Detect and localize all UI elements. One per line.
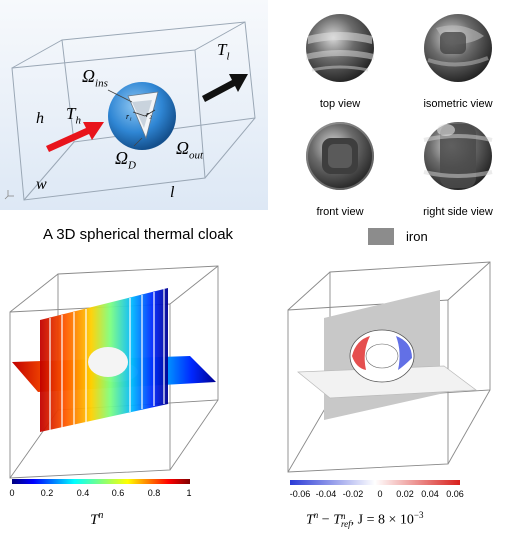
- div-tick-5: 0.04: [421, 489, 439, 499]
- isotherm-lines: [49, 289, 165, 430]
- temperature-vertical-slab: [40, 288, 168, 432]
- view-label-top: top view: [319, 98, 361, 110]
- div-tick-0: -0.06: [290, 489, 311, 499]
- iron-shape-top-view: [306, 14, 374, 82]
- r2-label: r₂: [146, 110, 152, 119]
- jet-colorbar: [12, 479, 190, 484]
- t-l-label: Tl: [217, 40, 230, 63]
- iron-shape-isometric-view: [424, 14, 492, 82]
- cloak-sphere: [108, 82, 176, 150]
- jet-tick-1: 0.2: [41, 488, 54, 498]
- div-tick-2: -0.02: [343, 489, 364, 499]
- iron-shape-front-view: [306, 122, 374, 190]
- jet-tick-0: 0: [9, 488, 14, 498]
- diverging-colorbar-ticks: -0.06 -0.04 -0.02 0 0.02 0.04 0.06: [290, 489, 464, 499]
- jet-tick-2: 0.4: [77, 488, 90, 498]
- jet-tick-4: 0.8: [148, 488, 161, 498]
- domain-box: [11, 21, 256, 201]
- iron-legend-label: iron: [406, 229, 428, 244]
- jet-colorbar-ticks: 0 0.2 0.4 0.6 0.8 1: [9, 488, 191, 498]
- view-label-front: front view: [316, 206, 364, 218]
- diverging-colorbar: [290, 480, 460, 485]
- t-h-label: Th: [66, 104, 81, 127]
- iron-legend-swatch: [368, 228, 394, 245]
- cloak-caption: A 3D spherical thermal cloak: [42, 226, 234, 243]
- div-tick-3: 0: [377, 489, 382, 499]
- omega-out-label: Ωout: [176, 138, 204, 162]
- temperature-colorbar-label: Tn: [90, 510, 104, 528]
- div-tick-6: 0.06: [446, 489, 464, 499]
- view-label-isometric: isometric view: [423, 98, 493, 110]
- jet-tick-5: 1: [186, 488, 191, 498]
- div-tick-1: -0.04: [316, 489, 337, 499]
- axis-triad-icon: [4, 190, 14, 200]
- r1-label: r₁: [126, 112, 132, 121]
- width-label: w: [36, 176, 47, 193]
- length-label: l: [170, 184, 175, 201]
- cold-sink-arrow: [202, 74, 248, 102]
- jet-tick-3: 0.6: [112, 488, 125, 498]
- omega-d-label: ΩD: [115, 148, 136, 172]
- difference-cloak-region: [349, 329, 415, 383]
- height-label: h: [36, 110, 44, 127]
- div-tick-4: 0.02: [396, 489, 414, 499]
- omega-ins-label: Ωins: [82, 66, 108, 90]
- view-label-right-side: right side view: [423, 206, 493, 218]
- iron-shape-right-side-view: [423, 122, 493, 190]
- hot-source-arrow: [46, 122, 104, 152]
